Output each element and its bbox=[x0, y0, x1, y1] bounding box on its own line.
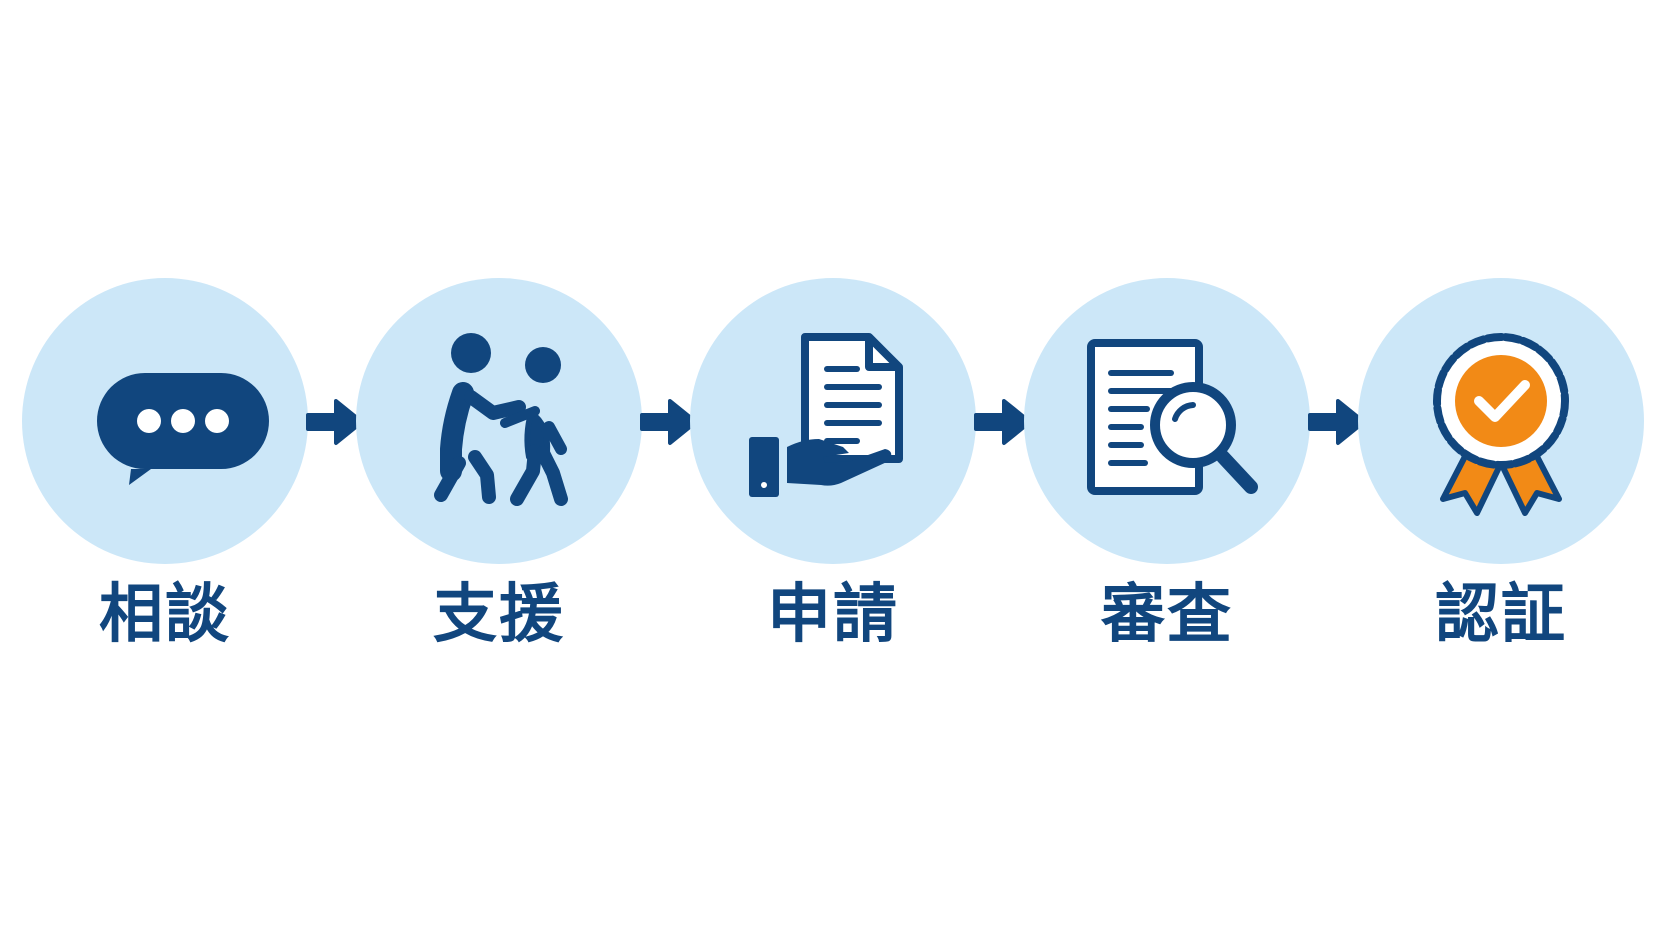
step-circle bbox=[1024, 278, 1310, 564]
step-support: 支援 bbox=[356, 278, 642, 647]
arrow-right-icon bbox=[640, 399, 698, 445]
step-label: 支援 bbox=[433, 578, 565, 652]
step-circle bbox=[22, 278, 308, 564]
step-circle bbox=[356, 278, 642, 564]
step-consultation: 相談 bbox=[22, 278, 308, 647]
arrow-right-icon bbox=[974, 399, 1032, 445]
step-label: 申請 bbox=[767, 578, 899, 652]
step-label: 認証 bbox=[1435, 578, 1567, 652]
people-assist-icon bbox=[434, 333, 568, 506]
chat-bubble-icon bbox=[97, 373, 269, 485]
step-review: 審査 bbox=[1024, 278, 1310, 647]
hand-document-icon bbox=[749, 333, 903, 497]
step-circle bbox=[1358, 278, 1644, 564]
award-badge-icon bbox=[1433, 333, 1569, 516]
step-certification: 認証 bbox=[1358, 278, 1644, 647]
step-circle bbox=[690, 278, 976, 564]
document-search-icon bbox=[1087, 339, 1258, 495]
arrow-right-icon bbox=[1308, 399, 1366, 445]
arrow-right-icon bbox=[306, 399, 364, 445]
step-label: 審査 bbox=[1101, 578, 1233, 652]
step-application: 申請 bbox=[690, 278, 976, 647]
step-label: 相談 bbox=[99, 578, 231, 652]
